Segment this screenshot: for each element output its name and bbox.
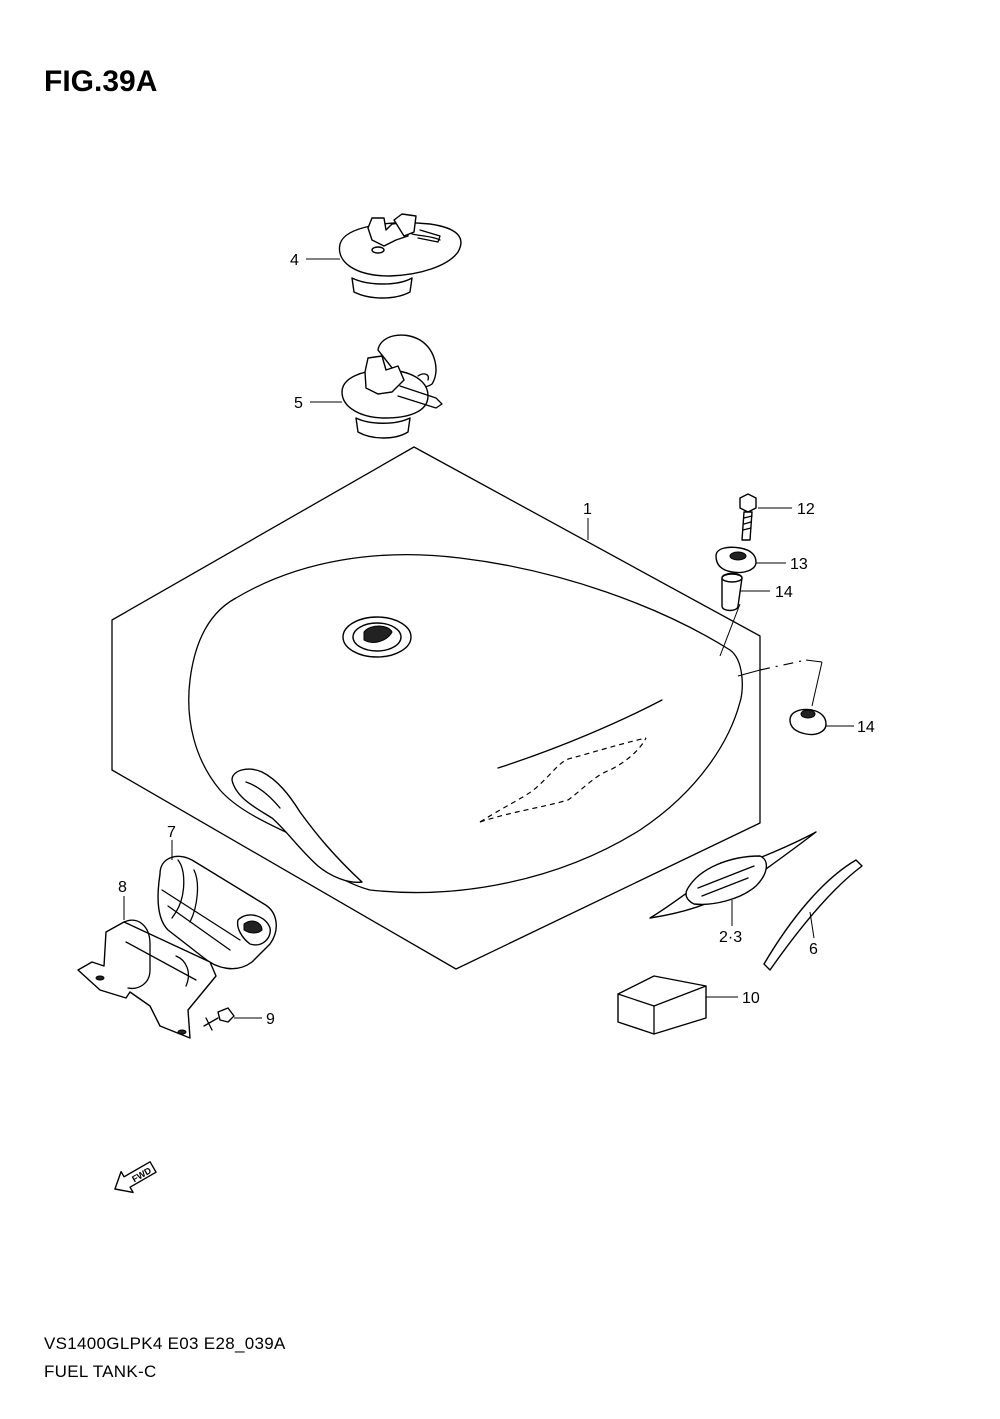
callout-1: 1 (583, 501, 592, 540)
svg-text:1: 1 (583, 501, 592, 518)
svg-text:6: 6 (809, 941, 818, 958)
callout-10: 10 (706, 990, 760, 1007)
svg-text:14: 14 (775, 584, 793, 601)
callout-2-3: 2·3 (719, 900, 742, 946)
callout-14: 11 14 (826, 719, 875, 736)
svg-text:4: 4 (290, 252, 299, 269)
part-2-3-emblem[interactable] (649, 831, 817, 919)
part-9-screw[interactable] (203, 1007, 235, 1031)
figure-title: FIG.39A (44, 65, 157, 98)
callout-5: 5 (294, 395, 342, 412)
part-14-cushion[interactable] (789, 659, 827, 736)
svg-text:14: 14 (857, 719, 875, 736)
svg-text:7: 7 (167, 824, 176, 841)
fwd-arrow-icon: FWD (114, 1161, 157, 1194)
svg-text:13: 13 (790, 556, 808, 573)
figure-name: FUEL TANK-C (44, 1362, 157, 1381)
svg-text:5: 5 (294, 395, 303, 412)
part-11-bolt[interactable] (739, 493, 757, 541)
part-5-fuel-cap[interactable] (341, 334, 443, 439)
callout-9: 9 (234, 1011, 275, 1028)
svg-text:2·3: 2·3 (719, 929, 742, 946)
svg-text:12: 12 (797, 501, 815, 518)
callout-11: 12 (758, 501, 815, 518)
part-4-fuel-cap[interactable] (338, 213, 462, 299)
part-10-pad[interactable] (617, 975, 707, 1035)
callout-12: 13 (756, 556, 808, 573)
callout-4: 4 (290, 252, 340, 269)
callout-6: 6 (809, 911, 818, 958)
svg-text:9: 9 (266, 1011, 275, 1028)
svg-text:10: 10 (742, 990, 760, 1007)
callout-13: 14 (740, 584, 793, 601)
callout-8: 8 (118, 879, 127, 920)
part-7-rubber-cushion[interactable] (157, 855, 277, 970)
part-12-cushion[interactable] (715, 546, 757, 574)
svg-text:8: 8 (118, 879, 127, 896)
callout-7: 7 (167, 824, 176, 860)
part-13-collar[interactable] (721, 572, 743, 612)
figure-code: VS1400GLPK4 E03 E28_039A (44, 1334, 286, 1353)
part-6-strip[interactable] (763, 859, 863, 971)
part-1-fuel-tank[interactable] (111, 446, 807, 970)
part-8-bracket[interactable] (77, 919, 217, 1039)
